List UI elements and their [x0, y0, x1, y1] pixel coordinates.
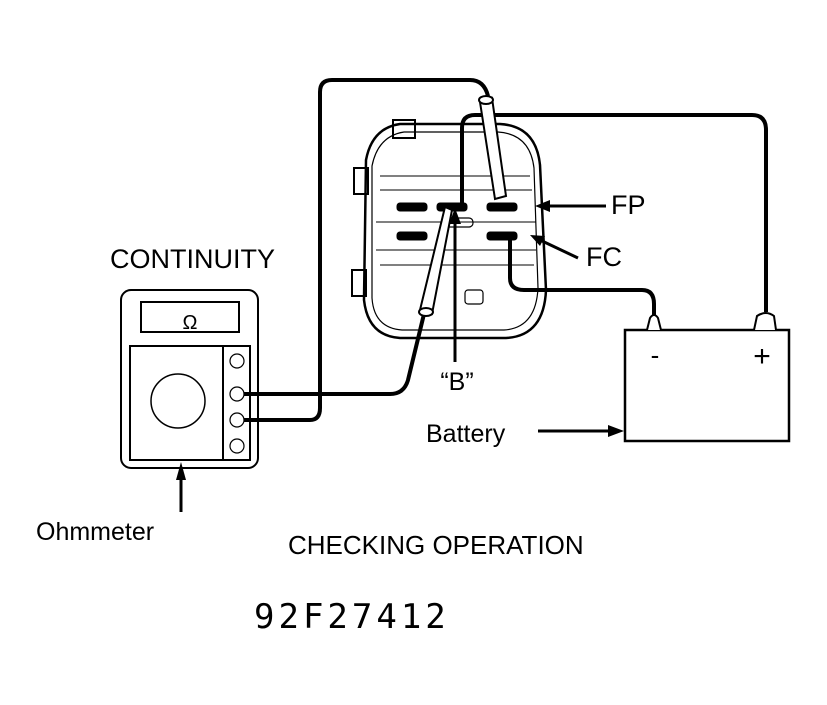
ohm-symbol-icon: Ω [183, 312, 198, 334]
battery-plus-sign: + [753, 340, 771, 373]
battery-label: Battery [426, 420, 506, 448]
battery-negative-post [646, 314, 662, 331]
ohmmeter-label: Ohmmeter [36, 518, 154, 546]
battery-positive-post [753, 312, 777, 331]
probe-upper [478, 95, 508, 201]
meter-jack-4 [229, 438, 245, 454]
probe-lower [418, 205, 454, 317]
figure-code: 92F27412 [254, 597, 450, 637]
relay-connector [351, 119, 548, 340]
terminal-fp [486, 202, 518, 212]
fp-pointer [535, 200, 606, 212]
battery-negative-wire [508, 238, 656, 318]
meter-jack-2 [229, 386, 245, 402]
fc-pointer [530, 235, 579, 260]
fc-label: FC [586, 242, 622, 272]
ohmmeter-arrow [176, 462, 186, 512]
meter-display [140, 301, 240, 333]
lead-wire-2 [244, 313, 426, 396]
terminal-fc [486, 231, 518, 241]
battery-minus-sign: - [651, 340, 660, 370]
b-pointer [449, 208, 461, 362]
meter-dial [150, 373, 206, 429]
caption: CHECKING OPERATION [288, 530, 584, 560]
battery-arrow [538, 425, 624, 437]
meter-jack-1 [229, 353, 245, 369]
battery [623, 312, 791, 443]
continuity-label: CONTINUITY [110, 244, 275, 274]
lead-wire-1 [244, 78, 490, 422]
fp-label: FP [611, 190, 646, 220]
b-terminal-label: “B” [440, 368, 473, 396]
meter-jack-3 [229, 412, 245, 428]
ohmmeter [120, 289, 259, 469]
